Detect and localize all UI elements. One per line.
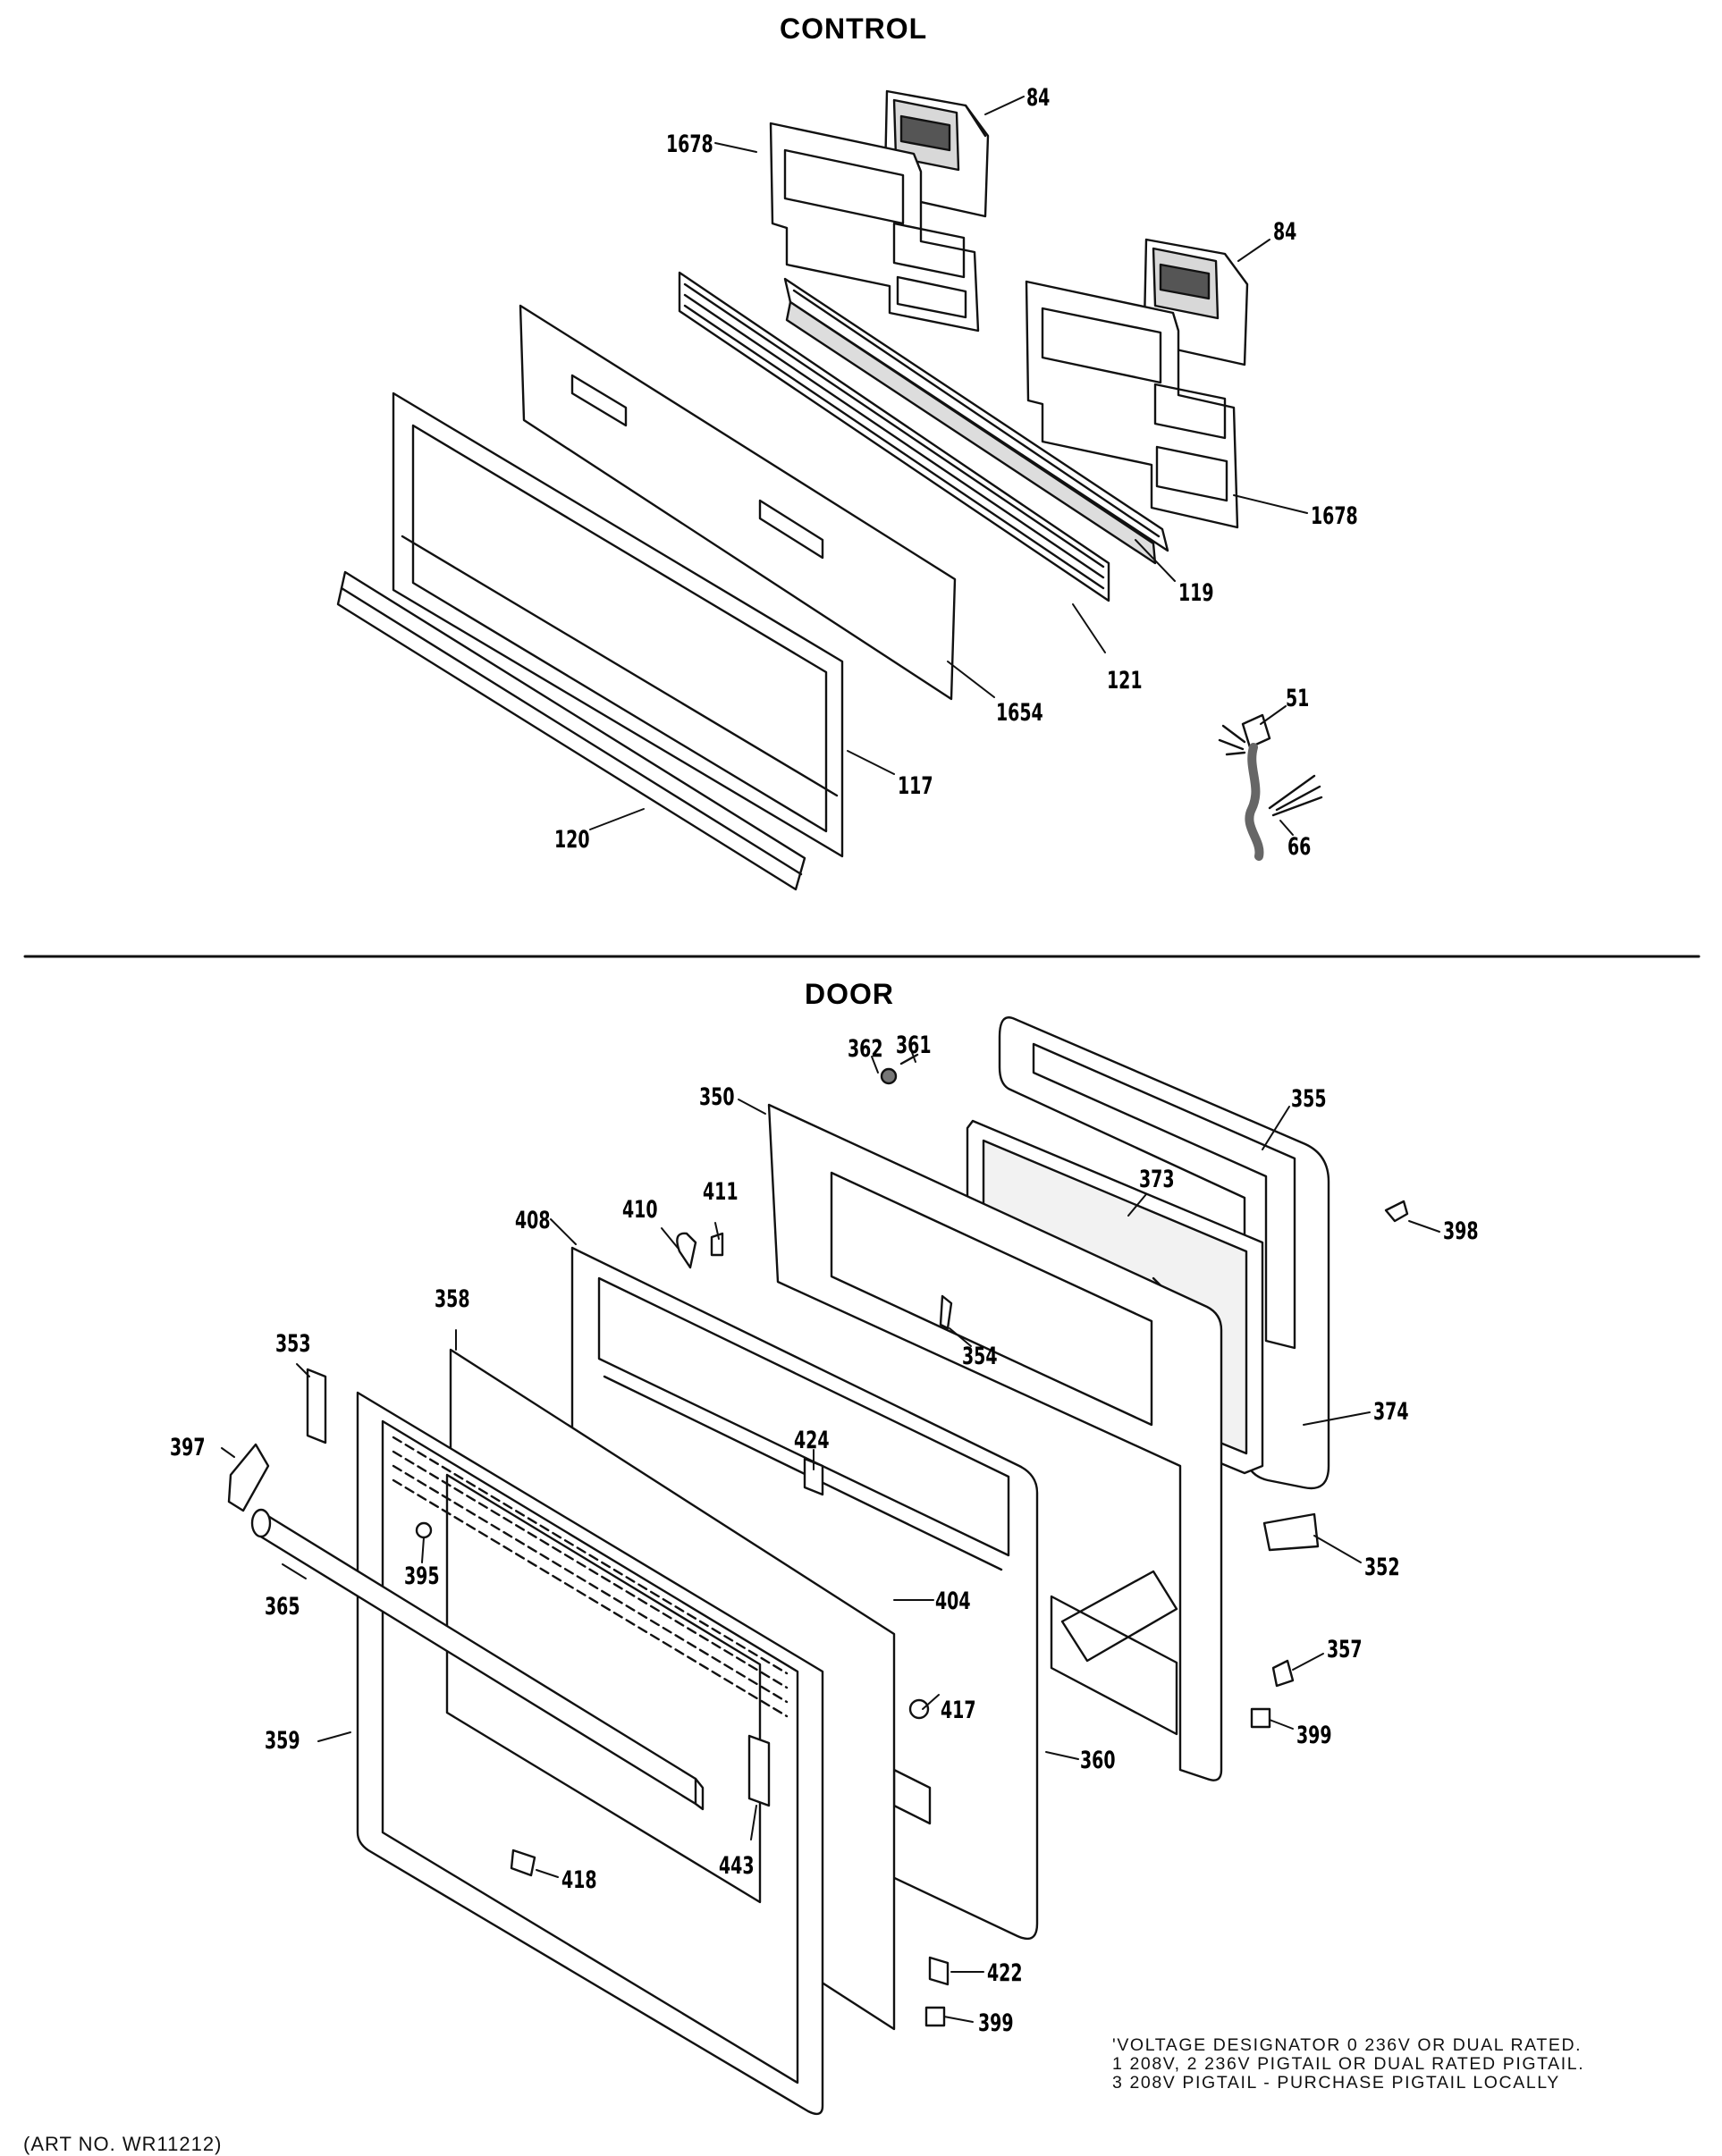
voltage-note-line-3: 3 208V PIGTAIL - PURCHASE PIGTAIL LOCALL… [1112,2073,1560,2093]
callout-358: 358 [435,1285,470,1313]
part-1678-upper-bracket [769,122,980,333]
callout-353: 353 [275,1330,311,1358]
callout-1678-upper: 1678 [666,131,713,158]
door-leader-lines [221,1047,1440,2023]
callout-395: 395 [404,1562,440,1590]
part-119-channel [783,277,1169,565]
callout-410: 410 [622,1196,658,1224]
part-1654-panel [519,304,957,701]
part-117-frame [392,392,844,858]
callout-120: 120 [554,826,590,854]
callout-404: 404 [935,1588,971,1615]
control-leader-lines [589,96,1308,836]
control-section-title: CONTROL [780,13,928,45]
callout-119: 119 [1178,579,1214,607]
callout-362: 362 [848,1035,883,1063]
callout-424: 424 [794,1427,830,1454]
callout-84-upper: 84 [1026,84,1051,112]
door-small-parts [227,1053,1409,2027]
callout-443: 443 [719,1852,755,1880]
callout-352: 352 [1364,1554,1400,1581]
callout-121: 121 [1107,667,1143,695]
callout-357: 357 [1327,1636,1363,1663]
art-number: (ART NO. WR11212) [23,2133,223,2155]
voltage-note-line-2: 1 208V, 2 236V PIGTAIL OR DUAL RATED PIG… [1112,2054,1585,2074]
callout-365: 365 [265,1593,300,1621]
callout-361: 361 [896,1032,932,1059]
callout-408: 408 [515,1207,551,1234]
callout-355: 355 [1291,1085,1327,1113]
callout-350: 350 [699,1083,735,1111]
callout-84-lower: 84 [1273,218,1297,246]
voltage-note: 'VOLTAGE DESIGNATOR 0 236V OR DUAL RATED… [1112,2036,1702,2093]
callout-373: 373 [1139,1166,1175,1193]
callout-117: 117 [898,772,933,800]
callout-1654: 1654 [996,699,1043,727]
callout-397: 397 [170,1434,206,1461]
callout-422: 422 [987,1959,1023,1987]
part-350-liner [767,1103,1223,1781]
part-120-trim [336,570,806,891]
part-121-rail [678,271,1110,602]
callout-359: 359 [265,1727,300,1755]
callout-1678-lower: 1678 [1311,502,1358,530]
part-359-front-panel [356,1391,824,2116]
callout-418: 418 [561,1866,597,1894]
callout-398: 398 [1443,1217,1479,1245]
callout-399-bottom: 399 [978,2009,1014,2037]
callout-354: 354 [962,1343,998,1370]
part-1678-lower-bracket [1025,280,1239,529]
callout-417: 417 [941,1697,976,1724]
callout-399-right: 399 [1296,1722,1332,1749]
part-365-handle [250,1508,705,1811]
callout-374: 374 [1373,1398,1409,1426]
voltage-note-line-1: 'VOLTAGE DESIGNATOR 0 236V OR DUAL RATED… [1112,2035,1583,2055]
door-section-title: DOOR [805,978,894,1010]
callout-51: 51 [1286,685,1310,712]
callout-66: 66 [1287,833,1312,861]
callout-360: 360 [1080,1747,1116,1774]
callout-411: 411 [703,1178,739,1206]
